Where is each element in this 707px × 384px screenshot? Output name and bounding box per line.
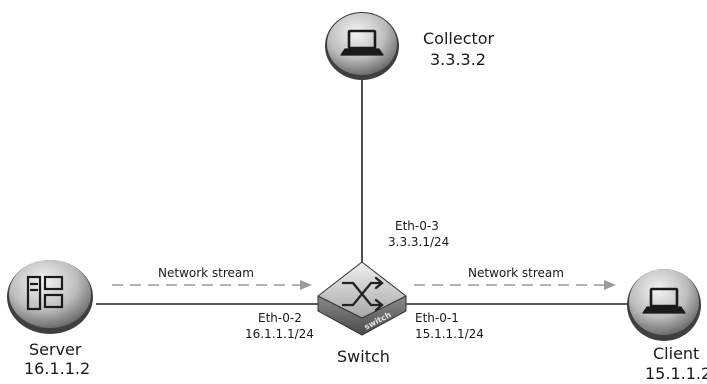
switch-icon [341, 276, 384, 312]
collector-ip: 3.3.3.2 [430, 50, 486, 69]
server-node [7, 260, 93, 334]
server-name: Server [29, 340, 82, 359]
laptop-icon [642, 287, 686, 314]
eth-0-1-port: Eth-0-1 [415, 311, 459, 325]
stream-label-right: Network stream [468, 266, 564, 280]
client-node [627, 269, 701, 341]
server-icon [26, 275, 64, 311]
server-ip: 16.1.1.2 [24, 359, 91, 378]
collector-name: Collector [423, 29, 495, 48]
stream-label-left: Network stream [158, 266, 254, 280]
eth-0-3-port: Eth-0-3 [395, 219, 439, 233]
collector-node [325, 12, 399, 80]
client-name: Client [653, 344, 700, 363]
eth-0-1-ip: 15.1.1.1/24 [415, 327, 484, 341]
eth-0-3-ip: 3.3.3.1/24 [388, 235, 450, 249]
switch-name: Switch [337, 347, 390, 366]
eth-0-2-port: Eth-0-2 [258, 311, 302, 325]
eth-0-2-ip: 16.1.1.1/24 [245, 327, 314, 341]
laptop-icon [340, 29, 384, 56]
switch-node: switch [317, 261, 407, 336]
client-ip: 15.1.1.2 [645, 364, 707, 383]
